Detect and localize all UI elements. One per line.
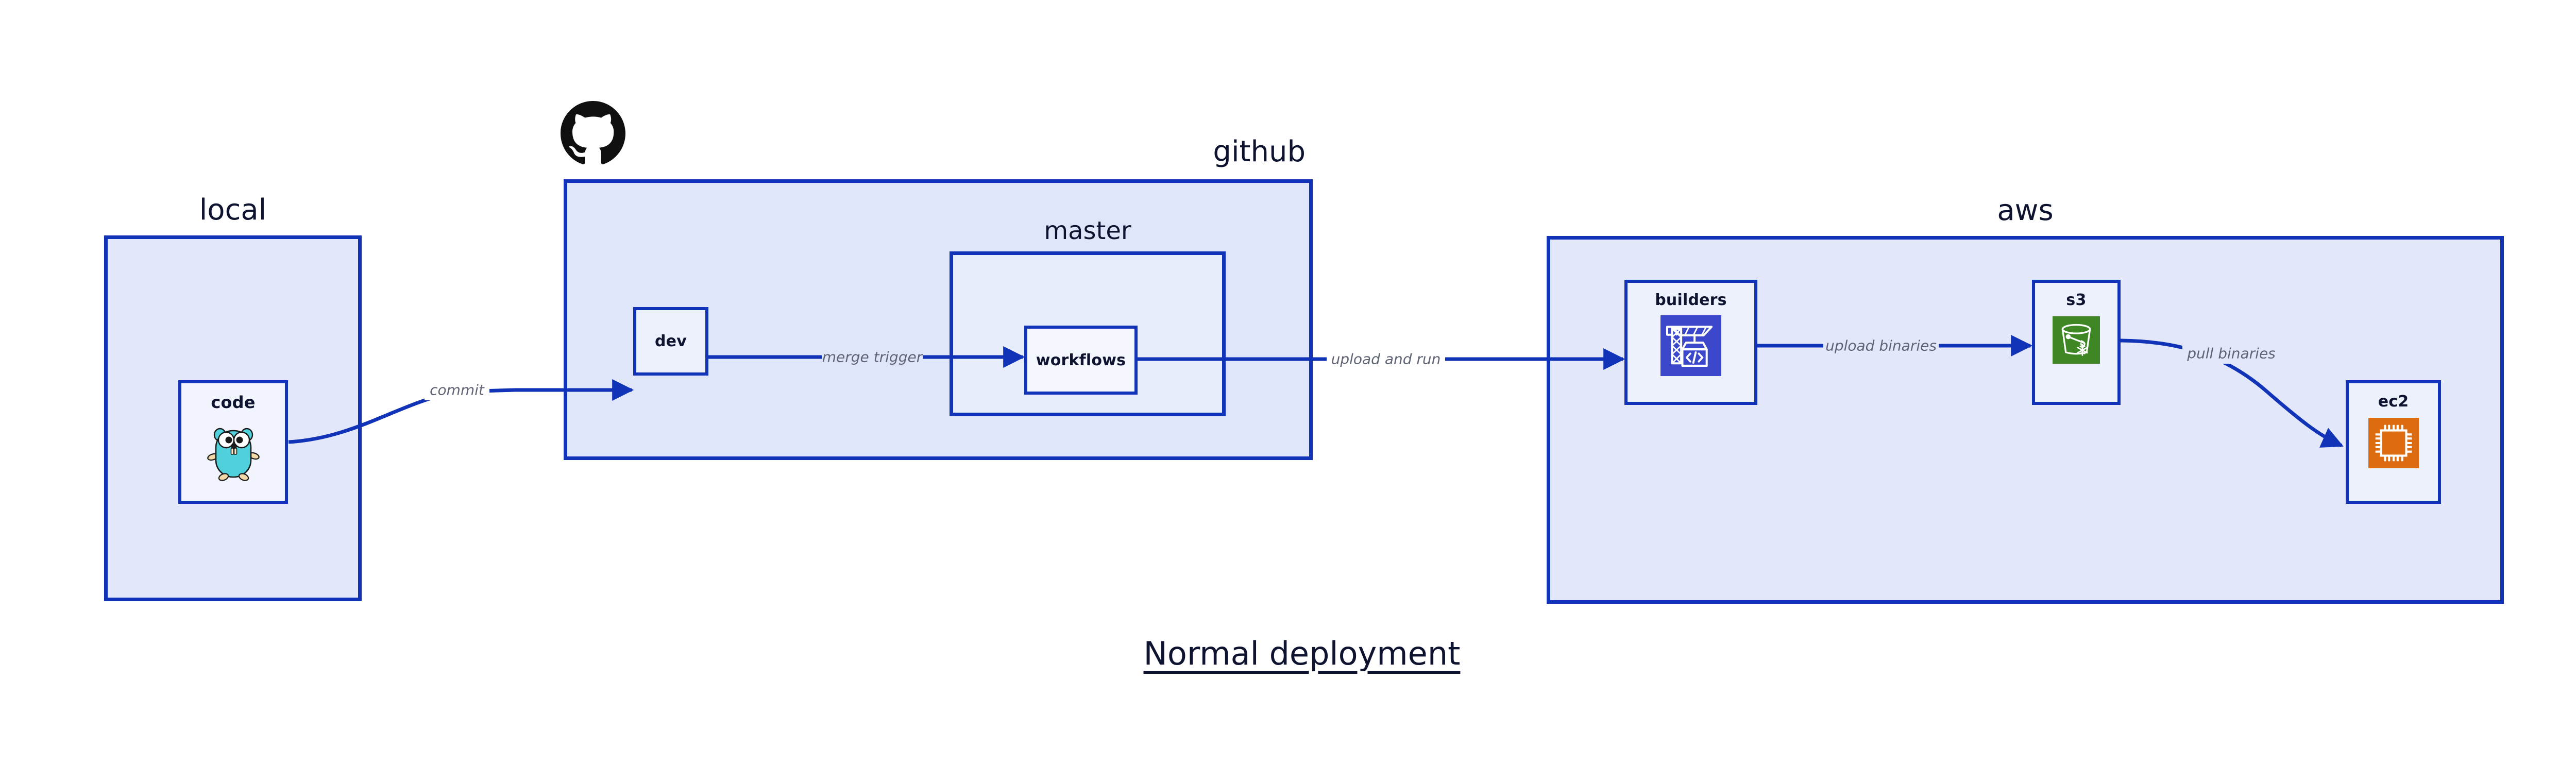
node-dev-label: dev bbox=[655, 332, 687, 350]
edge-upload-and-run-label: upload and run bbox=[1331, 350, 1441, 368]
group-master-label: master bbox=[1044, 216, 1131, 245]
aws-s3-bucket-icon bbox=[2053, 316, 2100, 366]
aws-ec2-chip-icon bbox=[2368, 418, 2419, 470]
edge-pull-binaries-label-mask bbox=[2182, 343, 2280, 364]
node-code[interactable]: code bbox=[178, 380, 288, 504]
node-workflows-label: workflows bbox=[1036, 351, 1126, 369]
node-s3[interactable]: s3 bbox=[2032, 280, 2121, 405]
diagram-title-wrap: Normal deployment bbox=[0, 635, 2576, 672]
node-workflows[interactable]: workflows bbox=[1024, 326, 1138, 395]
edge-upload-binaries-label: upload binaries bbox=[1825, 337, 1937, 354]
go-gopher-icon bbox=[205, 419, 262, 486]
edge-upload-binaries-label-mask bbox=[1823, 335, 1939, 356]
node-ec2[interactable]: ec2 bbox=[2346, 380, 2441, 504]
edge-commit-label-mask bbox=[425, 380, 489, 400]
edge-merge-trigger-label-mask bbox=[822, 347, 923, 367]
node-dev[interactable]: dev bbox=[633, 307, 708, 376]
edge-pull-binaries-label: pull binaries bbox=[2187, 345, 2276, 362]
node-builders-label: builders bbox=[1655, 291, 1727, 309]
group-github-label: github bbox=[1213, 135, 1306, 168]
group-local-label: local bbox=[199, 193, 267, 227]
aws-codebuild-crane-icon bbox=[1660, 315, 1721, 378]
node-ec2-label: ec2 bbox=[2378, 393, 2409, 411]
group-aws-label: aws bbox=[1997, 194, 2054, 227]
node-code-label: code bbox=[211, 393, 256, 412]
edge-commit-label: commit bbox=[430, 381, 484, 399]
node-builders[interactable]: builders bbox=[1624, 280, 1757, 405]
diagram-title-text: Normal deployment bbox=[1143, 635, 1461, 672]
edge-upload-run-label-mask bbox=[1327, 349, 1445, 369]
github-octocat-icon bbox=[561, 101, 625, 166]
node-s3-label: s3 bbox=[2066, 291, 2087, 309]
edge-merge-trigger-label: merge trigger bbox=[822, 348, 923, 366]
